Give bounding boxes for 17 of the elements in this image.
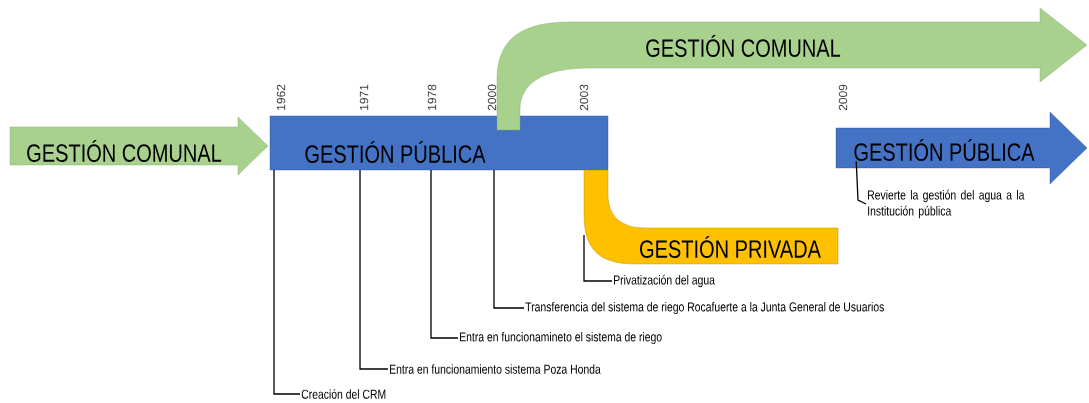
leader-line [855, 160, 867, 205]
year-label: 2000 [487, 84, 497, 111]
event-text: Entra en funcionamiento sistema Poza Honda [390, 364, 601, 374]
leader-line [359, 169, 389, 370]
event-text: Revierte la gestión del agua a la Institución pública [868, 189, 1025, 219]
leader-line [583, 234, 613, 282]
leader-line [493, 169, 525, 309]
year-label: 1962 [276, 84, 286, 110]
year-label: 2009 [838, 84, 848, 111]
event-text: Creación del CRM [301, 389, 386, 399]
event-text: Entra en funcionamineto el sistema de riego [460, 331, 662, 345]
event-text: Transferencia del sistema de riego Rocafuerte a la Junta General de Usuarios [525, 301, 884, 315]
year-label: 2003 [579, 84, 589, 111]
event-text: Privatización del agua [614, 274, 715, 288]
bar: GESTIÓN PÚBLICA [269, 115, 609, 171]
leader-line [430, 169, 459, 339]
leader-line [273, 169, 301, 395]
